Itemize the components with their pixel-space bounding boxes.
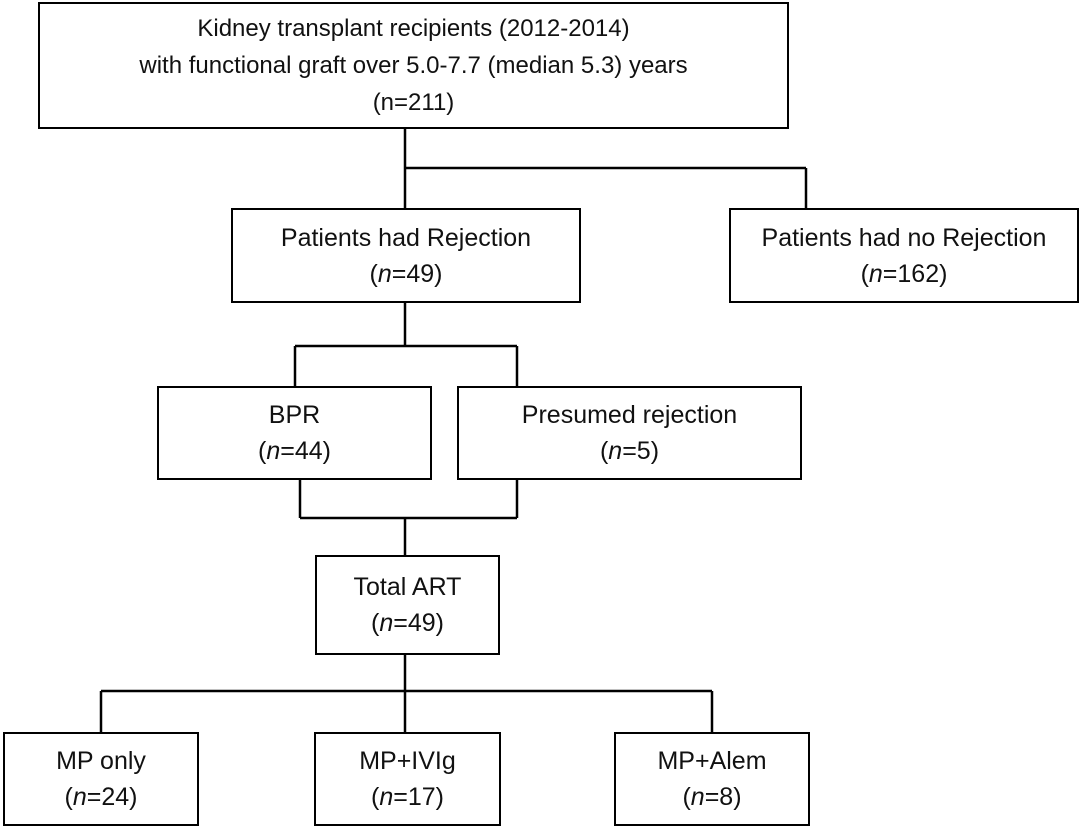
rejection-box: Patients had Rejection (n=49) — [231, 208, 581, 303]
presumed-label: Presumed rejection — [521, 401, 738, 429]
mp-alem-count: (n=8) — [682, 783, 742, 811]
bpr-count: (n=44) — [258, 437, 331, 465]
mp-only-label: MP only — [56, 747, 146, 775]
mp-only-count: (n=24) — [64, 783, 138, 811]
mp-ivig-box: MP+IVIg (n=17) — [314, 732, 501, 826]
total-art-count: (n=49) — [371, 609, 444, 637]
root-box-transplant-recipients: Kidney transplant recipients (2012-2014)… — [38, 2, 789, 129]
total-art-box: Total ART (n=49) — [315, 555, 500, 655]
presumed-rejection-box: Presumed rejection (n=5) — [457, 386, 802, 480]
mp-ivig-label: MP+IVIg — [359, 747, 456, 775]
no-rejection-label: Patients had no Rejection — [761, 223, 1047, 252]
root-count: (n=211) — [372, 89, 455, 116]
mp-ivig-count: (n=17) — [371, 783, 444, 811]
rejection-label: Patients had Rejection — [280, 223, 532, 252]
root-line-2: with functional graft over 5.0-7.7 (medi… — [139, 52, 688, 79]
root-line-1: Kidney transplant recipients (2012-2014) — [197, 15, 630, 42]
total-art-label: Total ART — [353, 573, 462, 601]
bpr-box: BPR (n=44) — [157, 386, 432, 480]
rejection-count: (n=49) — [369, 259, 443, 288]
mp-alem-box: MP+Alem (n=8) — [614, 732, 810, 826]
mp-only-box: MP only (n=24) — [3, 732, 199, 826]
mp-alem-label: MP+Alem — [657, 747, 767, 775]
presumed-count: (n=5) — [599, 437, 660, 465]
bpr-label: BPR — [268, 401, 321, 429]
no-rejection-count: (n=162) — [860, 259, 948, 288]
no-rejection-box: Patients had no Rejection (n=162) — [729, 208, 1079, 303]
